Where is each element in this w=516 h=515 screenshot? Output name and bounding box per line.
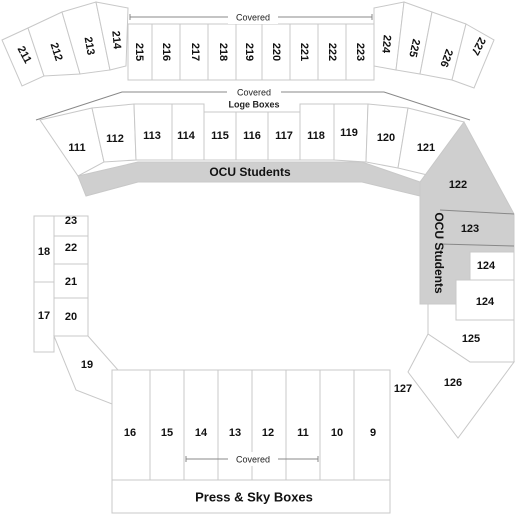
loge-boxes-label: Loge Boxes [228, 99, 279, 109]
section-label-226: 226 [437, 47, 455, 68]
section-label-223: 223 [354, 43, 366, 61]
section-10[interactable] [319, 369, 355, 481]
section-11[interactable] [285, 369, 321, 481]
south-stand: 16 15 14 13 12 11 10 9 Covered Press & S… [111, 369, 391, 514]
section-label-16: 16 [124, 427, 136, 439]
section-label-11: 11 [297, 427, 309, 439]
section-label-212: 212 [48, 41, 65, 62]
section-label-124-upper: 124 [477, 260, 496, 272]
section-label-115: 115 [211, 130, 229, 142]
section-227[interactable] [451, 23, 495, 89]
section-label-17: 17 [38, 310, 50, 322]
section-label-215: 215 [133, 43, 145, 61]
section-223[interactable] [345, 23, 375, 81]
section-label-112: 112 [106, 133, 124, 145]
covered-south-label-bg [228, 452, 278, 466]
section-label-19: 19 [81, 359, 93, 371]
section-label-114: 114 [177, 130, 196, 142]
west-stand: 23 22 21 20 19 18 17 [33, 215, 119, 405]
section-label-9: 9 [370, 427, 376, 439]
upper-deck: 211 212 213 214 215 216 217 218 219 220 … [1, 1, 495, 89]
section-label-118: 118 [307, 130, 325, 142]
section-label-15: 15 [161, 427, 173, 439]
section-label-21: 21 [65, 276, 77, 288]
section-label-125: 125 [462, 333, 480, 345]
section-label-219: 219 [243, 43, 255, 61]
ocu-students-east-label: OCU Students [432, 212, 446, 294]
covered-loge-label: Covered [237, 87, 271, 97]
covered-loge-label-bg [227, 86, 281, 99]
section-label-14: 14 [195, 427, 208, 439]
section-label-123: 123 [461, 223, 479, 235]
section-label-216: 216 [160, 43, 172, 61]
section-126[interactable] [407, 333, 515, 439]
section-label-12: 12 [262, 427, 274, 439]
section-label-121: 121 [417, 142, 435, 154]
press-sky-boxes[interactable] [111, 479, 391, 514]
section-label-119: 119 [340, 127, 358, 139]
covered-top-label-bg [228, 10, 278, 24]
east-divider-1 [439, 209, 515, 215]
section-label-22: 22 [65, 242, 77, 254]
section-9[interactable] [353, 369, 391, 481]
section-17[interactable] [33, 281, 55, 353]
section-label-213: 213 [82, 36, 97, 56]
section-label-116: 116 [243, 130, 261, 142]
east-divider-2 [439, 243, 515, 247]
section-label-18: 18 [38, 246, 50, 258]
section-label-111: 111 [68, 142, 85, 154]
covered-south-label: Covered [236, 454, 270, 464]
section-label-222: 222 [326, 43, 338, 61]
section-label-126: 126 [444, 377, 462, 389]
section-label-225: 225 [406, 38, 422, 58]
section-label-221: 221 [298, 43, 310, 61]
section-label-117: 117 [275, 130, 293, 142]
section-label-214: 214 [109, 30, 123, 50]
press-sky-boxes-label: Press & Sky Boxes [195, 489, 313, 504]
section-label-124-lower: 124 [476, 296, 495, 308]
section-16[interactable] [111, 369, 151, 481]
section-label-127: 127 [394, 383, 412, 395]
section-label-113: 113 [143, 130, 161, 142]
section-label-13: 13 [229, 427, 241, 439]
section-214[interactable] [95, 1, 129, 71]
loge-header: Covered Loge Boxes [35, 86, 471, 121]
east-stand: 122 123 124 OCU Students 124 125 126 127 [394, 121, 515, 439]
section-label-10: 10 [331, 427, 343, 439]
section-label-120: 120 [377, 132, 395, 144]
lower-deck: 111 112 113 114 115 116 117 118 119 120 … [39, 103, 465, 197]
covered-top-label: Covered [236, 12, 270, 22]
section-label-218: 218 [217, 43, 229, 61]
section-label-23: 23 [65, 215, 77, 227]
section-label-224: 224 [379, 34, 393, 54]
section-14[interactable] [183, 369, 219, 481]
section-label-20: 20 [65, 311, 77, 323]
section-label-220: 220 [270, 43, 282, 61]
section-label-217: 217 [189, 43, 201, 61]
section-label-122: 122 [449, 179, 467, 191]
ocu-students-north-label: OCU Students [209, 165, 291, 179]
section-15[interactable] [149, 369, 185, 481]
